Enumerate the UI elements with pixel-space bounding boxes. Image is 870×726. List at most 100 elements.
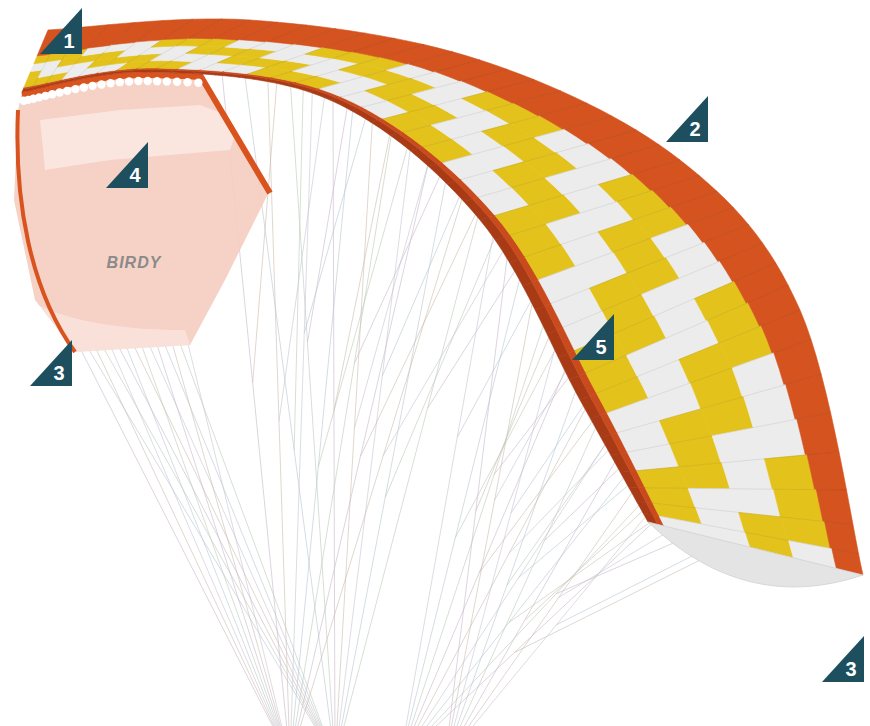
cell-seam [117, 19, 192, 70]
cell-panel [712, 427, 763, 462]
cell-panel [786, 374, 831, 419]
cell-opening [153, 77, 161, 85]
suspension-line [290, 133, 392, 726]
cell-opening [125, 77, 133, 85]
suspension-line [268, 80, 290, 726]
suspension-line [400, 404, 588, 726]
cell-seam [341, 60, 480, 97]
suspension-line [318, 98, 421, 467]
cell-panel [679, 463, 730, 489]
suspension-line [400, 474, 626, 726]
suspension-line [290, 195, 463, 726]
suspension-line [253, 58, 279, 383]
suspension-line [335, 178, 446, 726]
underside-highlight [30, 300, 190, 352]
suspension-line [354, 109, 443, 429]
suspension-line [307, 72, 353, 342]
cell-opening [80, 83, 88, 91]
suspension-line [400, 441, 608, 726]
suspension-line [334, 88, 399, 411]
callout-number: 4 [130, 165, 141, 185]
cell-opening [63, 87, 71, 95]
cell-seam [178, 22, 277, 69]
cell-seam [383, 80, 534, 119]
cell-seam [442, 116, 612, 163]
suspension-line [279, 66, 329, 421]
suspension-line [173, 345, 290, 726]
wing-logo: BIRDY [107, 255, 162, 271]
cell-opening [173, 78, 181, 86]
suspension-line [80, 348, 290, 726]
callout-number: 5 [596, 337, 607, 357]
suspension-line [165, 345, 335, 726]
cell-panel [754, 419, 805, 459]
cell-seam [627, 413, 830, 453]
leading-edge-band [22, 75, 270, 193]
cell-seam [478, 145, 659, 198]
wingtip-edge [17, 110, 75, 352]
cell-seam [224, 29, 335, 72]
cell-panel [816, 490, 853, 525]
cell-opening [194, 79, 202, 87]
cell-seam [403, 91, 560, 132]
suspension-line [445, 458, 617, 726]
cell-seam [461, 130, 636, 180]
callout-number: 2 [690, 119, 701, 139]
callout-marker [822, 636, 864, 682]
suspension-line [290, 91, 312, 726]
cell-opening [88, 82, 96, 90]
suspension-line [126, 346, 290, 726]
callout-number: 3 [54, 363, 65, 383]
suspension-line [103, 347, 335, 726]
suspension-line [455, 254, 606, 538]
cell-opening [97, 80, 105, 88]
cell-opening [55, 88, 63, 96]
cell-seam [495, 160, 680, 216]
suspension-line [445, 343, 556, 726]
suspension-line [157, 345, 290, 726]
cell-seam [362, 69, 507, 107]
cell-seam [137, 19, 222, 68]
cell-opening [183, 78, 191, 86]
wing-underside [14, 72, 270, 352]
cell-opening [71, 85, 79, 93]
underside-panel [14, 72, 270, 352]
suspension-line [476, 234, 593, 511]
callout-marker [106, 142, 148, 188]
callout-marker [572, 314, 614, 360]
suspension-line [335, 120, 372, 726]
suspension-line [335, 147, 410, 726]
wing-top-surface [22, 19, 863, 587]
cell-panel [764, 455, 814, 490]
wingtip-cap [648, 522, 863, 587]
cell-seam [563, 243, 762, 327]
cell-seam [201, 25, 307, 70]
cell-seam [423, 103, 587, 147]
cell-seam [158, 20, 251, 68]
cell-panel [722, 459, 772, 489]
cell-seam [98, 21, 163, 73]
suspension-line [445, 386, 578, 726]
cell-seam [538, 208, 733, 280]
suspension-line [188, 344, 290, 726]
callout-number: 1 [64, 31, 75, 51]
cell-seam [597, 310, 801, 393]
cell-seam [637, 452, 839, 471]
cell-seam [607, 339, 811, 412]
cell-opening [48, 90, 56, 98]
suspension-line [111, 347, 290, 726]
cell-opening [163, 77, 171, 85]
cell-seam [617, 374, 821, 432]
suspension-line [519, 429, 696, 578]
cell-opening [116, 78, 124, 86]
callout-marker [666, 96, 708, 142]
cell-seam [510, 176, 699, 236]
cell-seam [586, 285, 788, 372]
cell-seam [296, 45, 424, 83]
cell-seam [645, 488, 846, 490]
cell-seam [319, 52, 452, 89]
callout-marker [30, 340, 72, 386]
callout-markers [30, 8, 864, 682]
